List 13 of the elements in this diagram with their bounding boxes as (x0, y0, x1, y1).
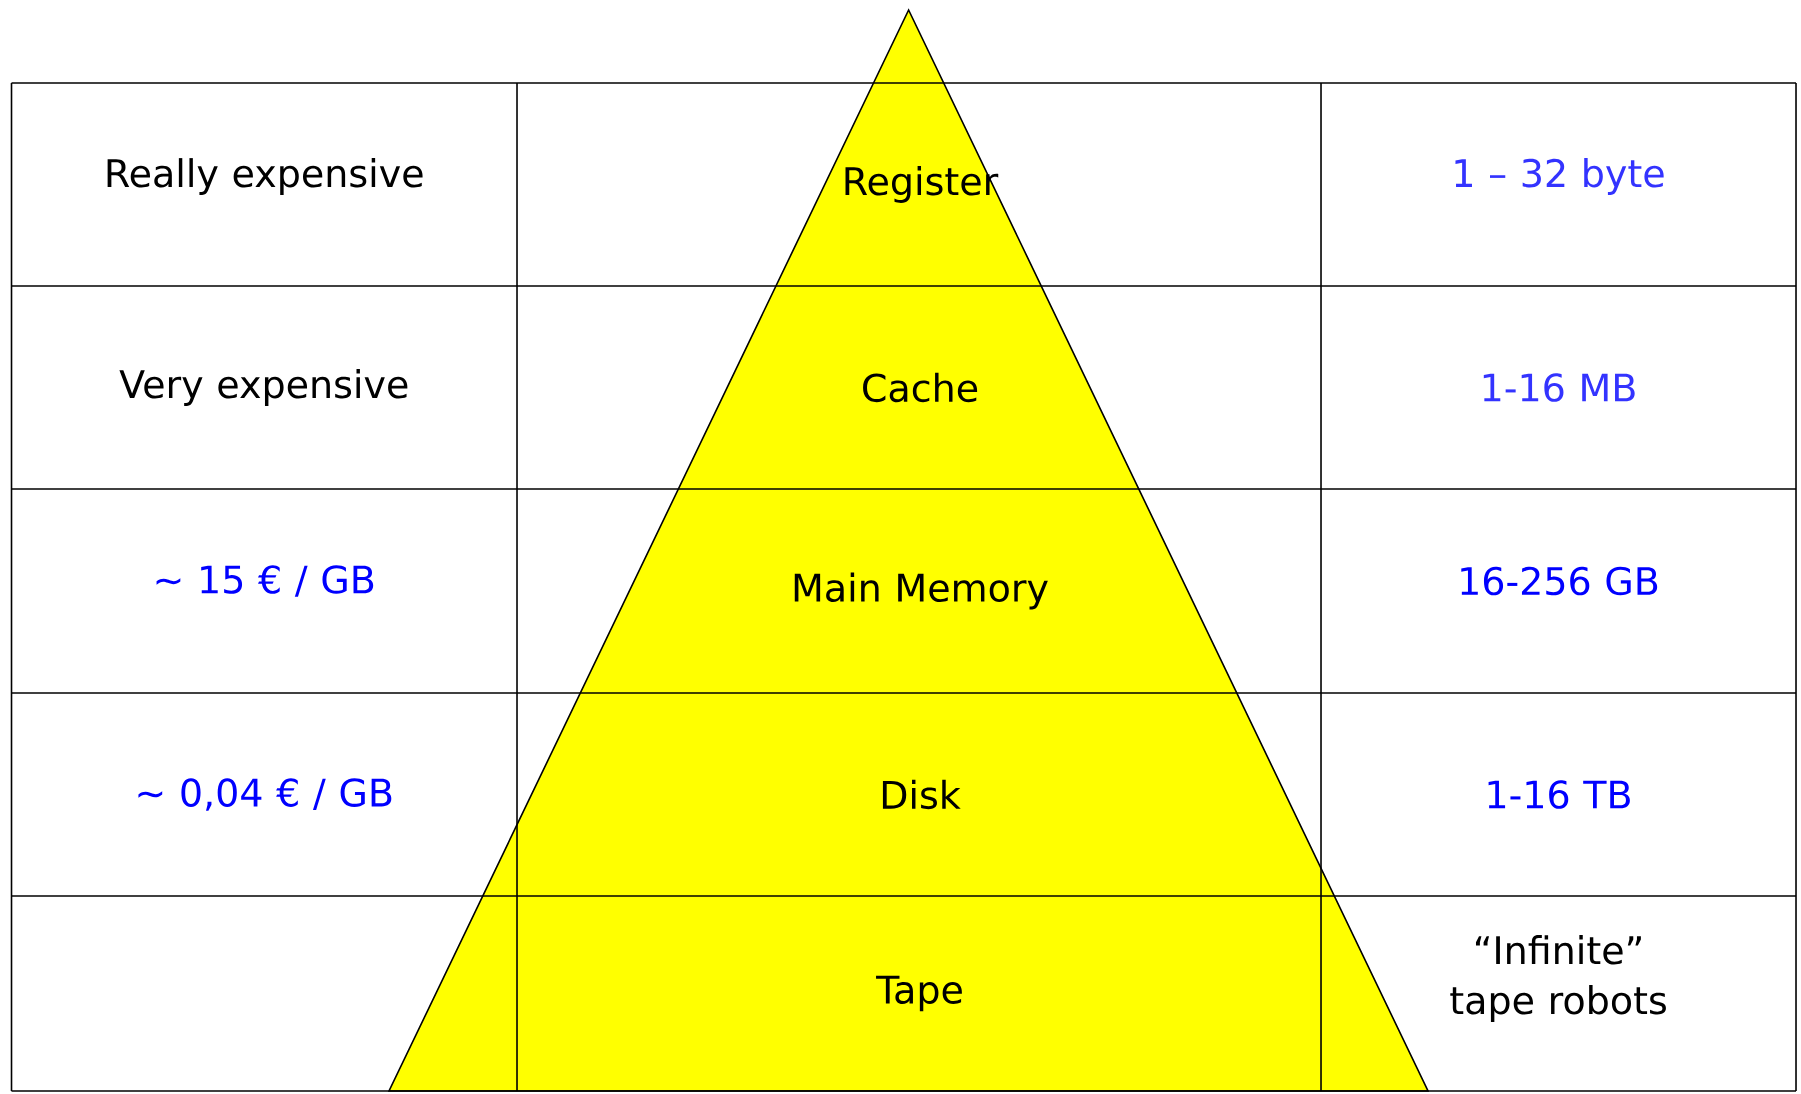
cost-label: Really expensive (107, 158, 423, 195)
cost-label: Very expensive (119, 369, 408, 406)
level-label: Tape (876, 975, 962, 1012)
capacity-label: 1 – 32 byte (1455, 158, 1664, 195)
cost-label: ~ 15 € / GB (156, 565, 374, 597)
level-label: Main Memory (794, 572, 1048, 610)
cost-label: ~ 0,04 € / GB (138, 778, 392, 811)
capacity-label: 1-16 MB (1483, 373, 1635, 402)
capacity-label: 16-256 GB (1461, 566, 1658, 596)
level-label: Disk (882, 779, 961, 810)
level-label: Cache (863, 372, 978, 403)
capacity-label: 1-16 TB (1488, 780, 1630, 809)
capacity-label: “Infinite” tape robots (1450, 935, 1666, 1022)
